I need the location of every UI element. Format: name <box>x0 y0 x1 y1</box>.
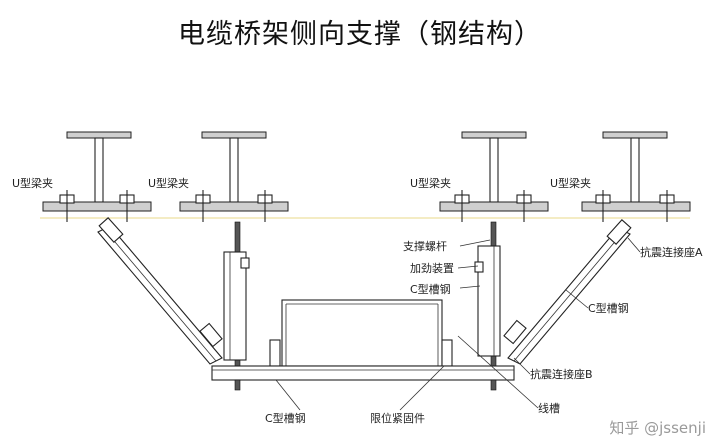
label-cable-tray: 线槽 <box>538 401 560 415</box>
support-rod-right <box>474 221 501 373</box>
label-seismic-seat-b: 抗震连接座B <box>530 367 593 381</box>
bottom-c-channel <box>211 365 515 391</box>
support-rod-left <box>223 221 250 373</box>
leader-c-channel-right <box>565 289 589 309</box>
label-support-rod: 支撑螺杆 <box>403 239 447 253</box>
leader-seismic-seat-a <box>627 237 641 253</box>
watermark: 知乎 @jssenji <box>609 419 706 437</box>
label-u-clamp-1: U型梁夹 <box>12 176 53 190</box>
leader-c-channel-bottom <box>275 379 301 411</box>
page-title: 电缆桥架侧向支撑（钢结构） <box>178 19 542 50</box>
label-limit-fastener: 限位紧固件 <box>370 411 425 425</box>
leader-support-rod <box>459 239 491 247</box>
diagonal-brace-right <box>503 219 632 365</box>
label-u-clamp-2: U型梁夹 <box>148 176 189 190</box>
label-c-channel: C型槽钢 <box>410 282 451 296</box>
label-seismic-seat-a: 抗震连接座A <box>640 245 703 259</box>
steel-beam-4 <box>581 131 691 222</box>
leader-seismic-seat-b <box>513 357 531 375</box>
leader-cable-tray <box>457 335 539 409</box>
steel-beam-1 <box>42 131 152 222</box>
cable-tray <box>269 299 453 367</box>
leader-stiffener <box>457 265 479 269</box>
diagonal-brace-left <box>97 217 223 365</box>
label-u-clamp-3: U型梁夹 <box>410 176 451 190</box>
label-c-channel-right: C型槽钢 <box>588 301 629 315</box>
label-u-clamp-4: U型梁夹 <box>550 176 591 190</box>
steel-beam-2 <box>179 131 289 222</box>
leader-c-channel <box>459 285 481 289</box>
label-c-channel-bottom: C型槽钢 <box>265 411 306 425</box>
leader-limit-fastener <box>399 365 445 411</box>
label-stiffener: 加劲装置 <box>410 262 454 275</box>
steel-beam-3 <box>439 131 549 222</box>
